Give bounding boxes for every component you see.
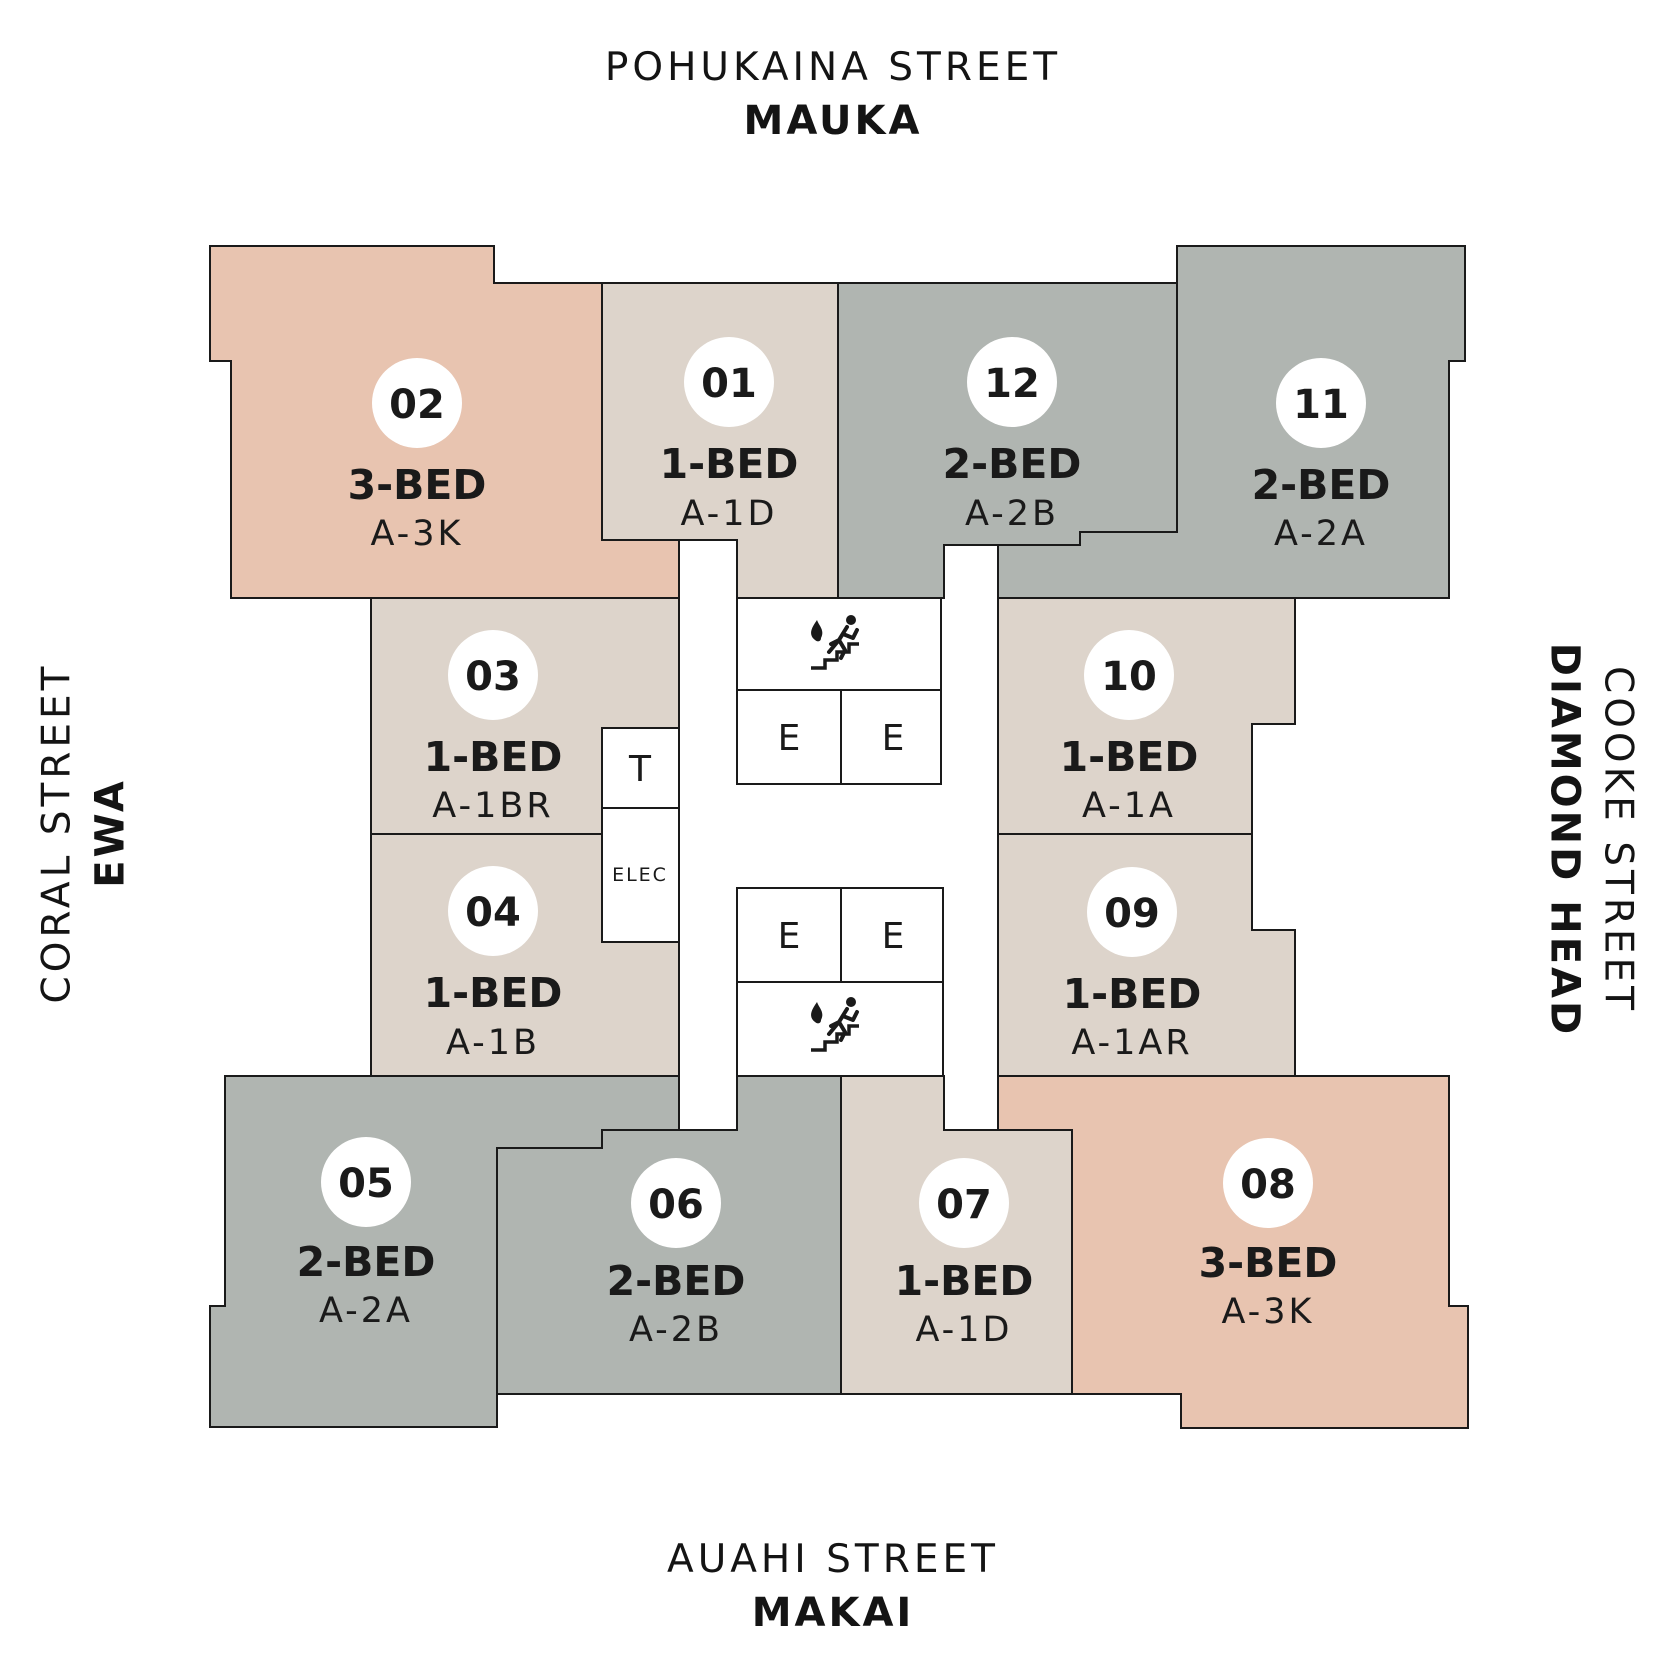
- street-label-bottom: AUAHI STREET MAKAI: [433, 1540, 1233, 1633]
- unit-plan: A-3K: [370, 514, 463, 554]
- stair-bottom: [736, 981, 944, 1077]
- stair-top: [736, 597, 942, 691]
- unit-number: 01: [701, 361, 757, 407]
- elevator-2: [840, 689, 942, 785]
- unit-04-label[interactable]: 04 1-BED A-1B: [424, 866, 563, 1063]
- unit-number: 12: [984, 361, 1040, 407]
- unit-type: 2-BED: [943, 440, 1082, 488]
- unit-number-badge: [1223, 1138, 1313, 1228]
- unit-plan: A-1D: [680, 494, 777, 534]
- unit-type: 2-BED: [1252, 461, 1391, 509]
- unit-plan: A-2B: [965, 494, 1059, 534]
- unit-type: 2-BED: [607, 1257, 746, 1305]
- electrical-room: [601, 807, 680, 943]
- elevator-label: E: [882, 718, 905, 759]
- unit-number-badge: [967, 337, 1057, 427]
- elevator-label: E: [882, 916, 905, 957]
- unit-number-badge: [1276, 358, 1366, 448]
- unit-type: 3-BED: [1199, 1239, 1338, 1287]
- unit-number: 09: [1104, 891, 1160, 937]
- street-name: AUAHI STREET: [667, 1537, 999, 1582]
- unit-type: 1-BED: [1060, 733, 1199, 781]
- unit-06-label[interactable]: 06 2-BED A-2B: [607, 1158, 746, 1350]
- unit-03-label[interactable]: 03 1-BED A-1BR: [424, 630, 563, 826]
- unit-number: 10: [1101, 654, 1157, 700]
- unit-05-label[interactable]: 05 2-BED A-2A: [297, 1137, 436, 1331]
- unit-plan: A-1D: [915, 1310, 1012, 1350]
- unit-type: 1-BED: [424, 733, 563, 781]
- unit-08-shape[interactable]: [997, 1075, 1469, 1429]
- elevator-3: [736, 887, 842, 983]
- unit-number: 11: [1293, 382, 1349, 428]
- unit-08-label[interactable]: 08 3-BED A-3K: [1199, 1138, 1338, 1332]
- unit-number-badge: [1084, 630, 1174, 720]
- unit-number-badge: [631, 1158, 721, 1248]
- street-direction: MAUKA: [743, 98, 923, 144]
- unit-02-label[interactable]: 02 3-BED A-3K: [348, 358, 487, 554]
- unit-type: 3-BED: [348, 461, 487, 509]
- unit-plan: A-1BR: [432, 786, 553, 826]
- trash-label: T: [628, 749, 652, 790]
- unit-type: 1-BED: [1063, 970, 1202, 1018]
- trash-room: [601, 727, 680, 809]
- elevator-label: E: [778, 916, 801, 957]
- street-label-top: POHUKAINA STREET MAUKA: [433, 48, 1233, 141]
- unit-plan: A-2A: [319, 1291, 413, 1331]
- unit-number: 05: [338, 1161, 394, 1207]
- unit-11-label[interactable]: 11 2-BED A-2A: [1252, 358, 1391, 554]
- street-name: POHUKAINA STREET: [604, 45, 1062, 90]
- unit-number: 08: [1240, 1162, 1296, 1208]
- unit-number-badge: [919, 1158, 1009, 1248]
- unit-number: 04: [465, 890, 521, 936]
- elevator-4: [840, 887, 944, 983]
- unit-number-badge: [372, 358, 462, 448]
- elevator-label: E: [778, 718, 801, 759]
- unit-plan: A-1B: [446, 1023, 540, 1063]
- unit-type: 1-BED: [424, 969, 563, 1017]
- unit-number: 07: [936, 1182, 992, 1228]
- unit-plan: A-3K: [1221, 1292, 1314, 1332]
- unit-number: 03: [465, 654, 521, 700]
- unit-number: 06: [648, 1182, 704, 1228]
- unit-09-label[interactable]: 09 1-BED A-1AR: [1063, 867, 1202, 1063]
- unit-07-label[interactable]: 07 1-BED A-1D: [895, 1158, 1034, 1350]
- unit-type: 1-BED: [660, 440, 799, 488]
- unit-number-badge: [1087, 867, 1177, 957]
- unit-number-badge: [448, 630, 538, 720]
- unit-type: 2-BED: [297, 1238, 436, 1286]
- electrical-label: ELEC: [612, 864, 668, 886]
- unit-01-label[interactable]: 01 1-BED A-1D: [660, 337, 799, 534]
- unit-10-label[interactable]: 10 1-BED A-1A: [1060, 630, 1199, 826]
- unit-12-label[interactable]: 12 2-BED A-2B: [943, 337, 1082, 534]
- unit-type: 1-BED: [895, 1257, 1034, 1305]
- unit-plan: A-1AR: [1071, 1023, 1192, 1063]
- unit-plan: A-2A: [1274, 514, 1368, 554]
- unit-number-badge: [448, 866, 538, 956]
- unit-number-badge: [684, 337, 774, 427]
- unit-number: 02: [389, 382, 445, 428]
- unit-plan: A-2B: [629, 1310, 723, 1350]
- unit-plan: A-1A: [1082, 786, 1176, 826]
- unit-number-badge: [321, 1137, 411, 1227]
- street-direction: MAKAI: [751, 1590, 915, 1636]
